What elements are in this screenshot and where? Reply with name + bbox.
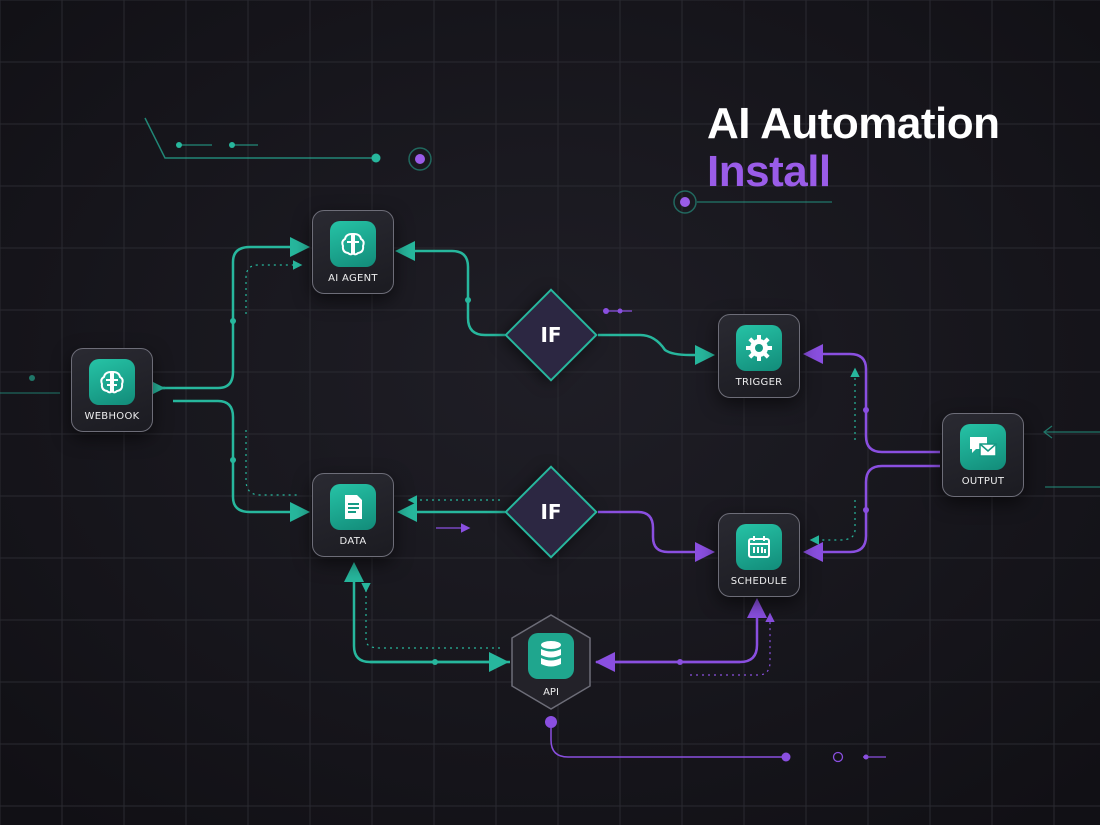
dashed-guides: [173, 260, 860, 676]
glow-dot-purple: [408, 147, 432, 171]
brain-icon: [89, 359, 135, 405]
document-icon: [330, 484, 376, 530]
calendar-icon: [736, 524, 782, 570]
flow-edges: [145, 237, 940, 672]
gear-icon: [736, 325, 782, 371]
node-label: DATA: [339, 536, 367, 547]
node-output[interactable]: OUTPUT: [942, 413, 1024, 497]
glow-dot-title: [673, 190, 832, 214]
decision-label: IF: [540, 500, 562, 524]
decision-label: IF: [540, 323, 562, 347]
node-ai-agent[interactable]: AI AGENT: [312, 210, 394, 294]
chat-mail-icon: [960, 424, 1006, 470]
node-schedule[interactable]: SCHEDULE: [718, 513, 800, 597]
node-trigger[interactable]: TRIGGER: [718, 314, 800, 398]
left-edge-decoration: [0, 375, 60, 394]
node-label: WEBHOOK: [84, 411, 140, 422]
title-line-1: AI Automation: [707, 99, 1000, 148]
node-api-label: API: [543, 687, 559, 698]
node-label: TRIGGER: [735, 377, 783, 388]
api-node-hexagon[interactable]: [511, 614, 591, 710]
brain-icon: [330, 221, 376, 267]
database-icon: [541, 641, 561, 667]
purple-dot-mid: [436, 308, 632, 533]
title-line-2: Install: [707, 147, 831, 196]
page-title: AI Automation Install: [707, 100, 1000, 196]
circuit-decoration-top: [144, 117, 381, 163]
edge-dots: [230, 297, 869, 665]
right-edge-decoration: [1043, 425, 1100, 488]
node-label: OUTPUT: [961, 476, 1005, 487]
node-label: SCHEDULE: [730, 576, 788, 587]
node-label: AI AGENT: [328, 273, 378, 284]
node-webhook[interactable]: WEBHOOK: [71, 348, 153, 432]
bottom-circuit: [545, 716, 886, 763]
node-data[interactable]: DATA: [312, 473, 394, 557]
